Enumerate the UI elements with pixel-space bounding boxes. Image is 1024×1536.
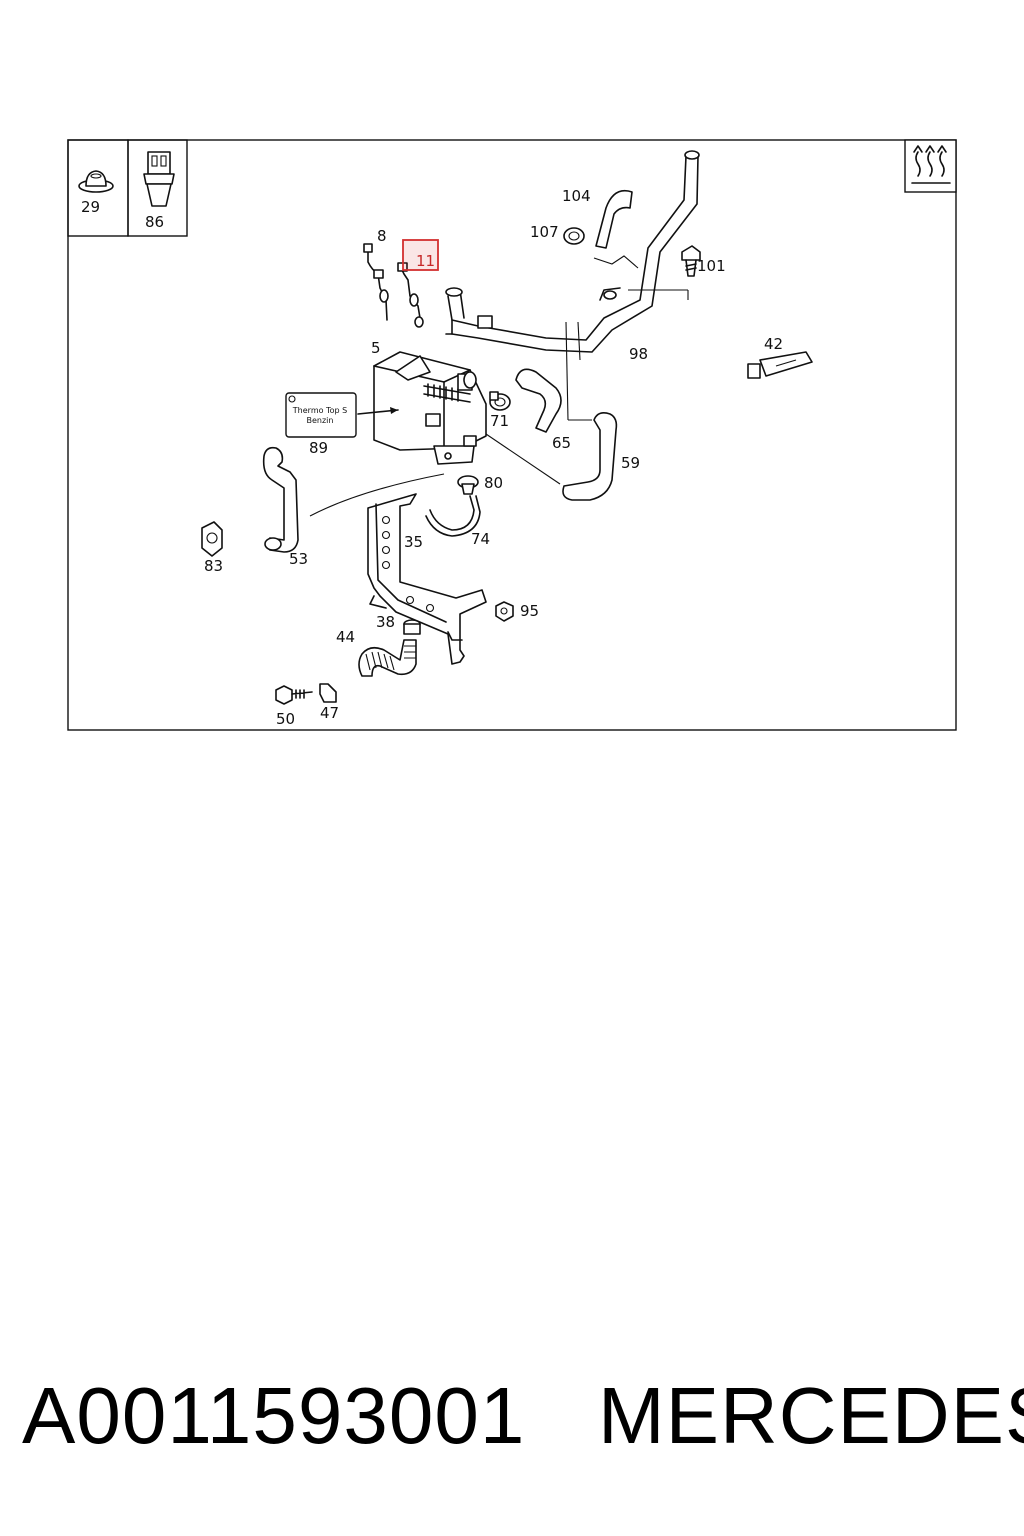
footer: A0011593001 MERCEDES <box>0 1370 1024 1480</box>
callout-38: 38 <box>376 613 395 631</box>
break-line <box>593 255 639 269</box>
label-plate-line2: Benzin <box>307 416 334 425</box>
callout-29: 29 <box>81 198 100 216</box>
callout-71: 71 <box>490 412 509 430</box>
callout-86: 86 <box>145 213 164 231</box>
part-104-hose[interactable] <box>595 189 633 249</box>
label-plate-line1: Thermo Top S <box>292 406 347 415</box>
part-98-pipe[interactable] <box>445 150 700 421</box>
callout-53: 53 <box>289 550 308 568</box>
heater-symbol-icon <box>904 139 957 193</box>
callout-47: 47 <box>320 704 339 722</box>
part-47-clip[interactable] <box>319 683 337 703</box>
part-107-clamp[interactable] <box>563 227 585 245</box>
part-38-fitting[interactable] <box>403 619 421 635</box>
part-71-clamp[interactable] <box>489 391 511 411</box>
callout-104: 104 <box>562 187 591 205</box>
callout-107: 107 <box>530 223 559 241</box>
callout-101: 101 <box>697 257 726 275</box>
part-86-sensor[interactable] <box>143 151 175 207</box>
part-83-clip[interactable] <box>201 521 223 557</box>
callout-35: 35 <box>404 533 423 551</box>
callout-89: 89 <box>309 439 328 457</box>
diagram-frame <box>67 139 957 731</box>
part-65-hose[interactable] <box>515 368 562 433</box>
callout-44: 44 <box>336 628 355 646</box>
part-number: A0011593001 <box>22 1371 526 1460</box>
part-101-bolt[interactable] <box>681 245 701 277</box>
callout-59: 59 <box>621 454 640 472</box>
part-5-heater-unit[interactable] <box>373 351 561 485</box>
callout-98: 98 <box>629 345 648 363</box>
callout-80: 80 <box>484 474 503 492</box>
part-80-fitting[interactable] <box>457 475 479 495</box>
callout-42: 42 <box>764 335 783 353</box>
part-35-bracket[interactable] <box>367 493 487 665</box>
parts-diagram: Thermo Top S Benzin <box>67 139 957 731</box>
callout-50: 50 <box>276 710 295 728</box>
part-53-hose[interactable] <box>262 446 445 553</box>
part-44-flex-hose[interactable] <box>358 639 417 677</box>
callout-74: 74 <box>471 530 490 548</box>
inset-box-86 <box>127 139 188 237</box>
callout-65: 65 <box>552 434 571 452</box>
callout-95: 95 <box>520 602 539 620</box>
callout-5: 5 <box>371 339 381 357</box>
callout-8: 8 <box>377 227 387 245</box>
part-42-tube[interactable] <box>747 351 813 379</box>
brand-name: MERCEDES <box>598 1371 1024 1460</box>
part-95-nut[interactable] <box>495 601 514 622</box>
part-89-label-plate[interactable]: Thermo Top S Benzin <box>285 392 399 438</box>
part-50-screw[interactable] <box>275 685 313 705</box>
highlight-box-11 <box>402 239 439 271</box>
part-59-hose[interactable] <box>562 412 618 501</box>
callout-11: 11 <box>416 252 435 270</box>
part-8-cable[interactable] <box>363 243 389 321</box>
callout-83: 83 <box>204 557 223 575</box>
part-29-grommet[interactable] <box>78 170 114 193</box>
part-74-hose[interactable] <box>425 495 481 537</box>
part-11-cable[interactable] <box>397 262 424 328</box>
